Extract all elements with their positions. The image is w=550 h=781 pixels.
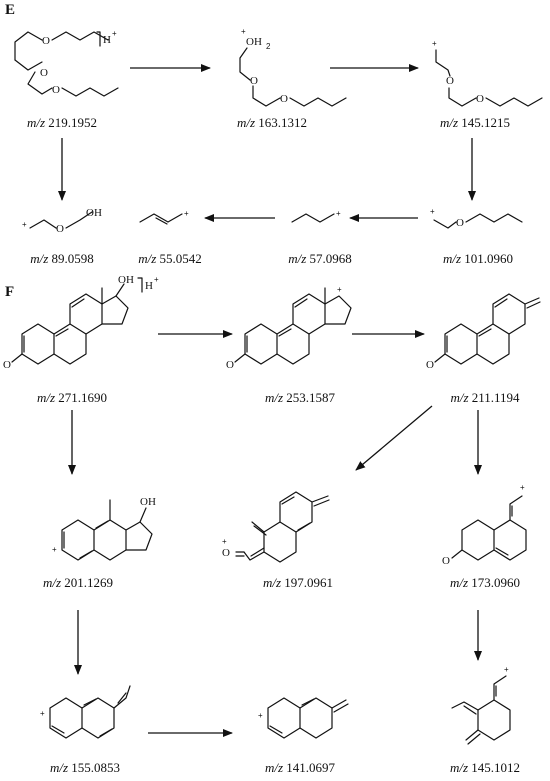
atom-o: O bbox=[476, 93, 484, 105]
panel-label-f: F bbox=[5, 284, 15, 300]
atom-o: O bbox=[280, 93, 288, 105]
atom-o: O bbox=[442, 555, 450, 567]
molecule-f1: OH O H + bbox=[3, 274, 159, 371]
molecule-f9: + bbox=[451, 665, 511, 745]
charge-plus: + bbox=[258, 711, 263, 720]
mz-label-e6: m/z 57.0968 bbox=[288, 251, 352, 266]
charge-plus: + bbox=[40, 709, 45, 718]
arrow-f3-f5 bbox=[355, 405, 433, 471]
charge-plus: + bbox=[222, 537, 227, 546]
mz-label-f3: m/z 211.1194 bbox=[450, 390, 520, 405]
adduct-h: H bbox=[145, 280, 153, 292]
molecule-e3: + O O bbox=[432, 39, 543, 107]
mz-label-f9: m/z 145.1012 bbox=[449, 760, 521, 775]
atom-oh: OH bbox=[86, 207, 102, 219]
atom-oh2: OH bbox=[246, 36, 262, 48]
atom-o: O bbox=[42, 35, 50, 47]
atom-o: O bbox=[456, 217, 464, 229]
molecule-e2: + OH 2 O O bbox=[239, 27, 347, 107]
molecule-f8: + bbox=[258, 697, 349, 739]
adduct-h: H bbox=[103, 34, 111, 46]
molecule-e6: + bbox=[291, 209, 341, 223]
atom-o: O bbox=[250, 75, 258, 87]
charge-plus: + bbox=[336, 209, 341, 218]
mz-label-f6: m/z 173.0960 bbox=[449, 575, 521, 590]
molecule-f6: + O bbox=[442, 483, 527, 567]
atom-o: O bbox=[222, 547, 230, 559]
molecule-f7: + bbox=[40, 685, 131, 739]
mz-label-e5: m/z 55.0542 bbox=[138, 251, 202, 266]
molecule-f2: + O bbox=[226, 285, 352, 371]
molecule-e1: O O O H + bbox=[14, 29, 119, 97]
molecule-e4: + O OH bbox=[22, 207, 102, 235]
charge-plus: + bbox=[337, 285, 342, 294]
charge-plus: + bbox=[22, 220, 27, 229]
charge-plus: + bbox=[520, 483, 525, 492]
atom-o: O bbox=[3, 359, 11, 371]
mz-label-e7: m/z 101.0960 bbox=[442, 251, 514, 266]
mz-label-f1: m/z 271.1690 bbox=[36, 390, 108, 405]
atom-o: O bbox=[40, 67, 48, 79]
mz-label-e1: m/z 219.1952 bbox=[26, 115, 98, 130]
panel-label-e: E bbox=[5, 2, 16, 18]
mz-label-f5: m/z 197.0961 bbox=[262, 575, 334, 590]
mz-label-e4: m/z 89.0598 bbox=[30, 251, 94, 266]
atom-o: O bbox=[446, 75, 454, 87]
mz-label-e2: m/z 163.1312 bbox=[236, 115, 308, 130]
molecule-e7: + O bbox=[430, 207, 523, 229]
molecule-f4: OH + bbox=[52, 496, 156, 561]
charge-plus: + bbox=[154, 275, 159, 284]
charge-plus: + bbox=[504, 665, 509, 674]
charge-plus: + bbox=[184, 209, 189, 218]
atom-o: O bbox=[226, 359, 234, 371]
molecule-e5: + bbox=[139, 209, 189, 225]
atom-o: O bbox=[426, 359, 434, 371]
charge-plus: + bbox=[241, 27, 246, 36]
atom-oh: OH bbox=[140, 496, 156, 508]
molecule-f3: O bbox=[426, 293, 541, 371]
mz-label-f2: m/z 253.1587 bbox=[264, 390, 336, 405]
atom-o: O bbox=[56, 223, 64, 235]
atom-oh: OH bbox=[118, 274, 134, 286]
charge-plus: + bbox=[112, 29, 117, 38]
charge-plus: + bbox=[430, 207, 435, 216]
subscript-2: 2 bbox=[266, 42, 271, 51]
mz-label-f7: m/z 155.0853 bbox=[49, 760, 121, 775]
mz-label-f4: m/z 201.1269 bbox=[42, 575, 114, 590]
charge-plus: + bbox=[52, 545, 57, 554]
atom-o: O bbox=[52, 84, 60, 96]
mz-label-f8: m/z 141.0697 bbox=[264, 760, 336, 775]
molecule-f5: O + bbox=[222, 491, 330, 563]
mz-label-e3: m/z 145.1215 bbox=[439, 115, 511, 130]
charge-plus: + bbox=[432, 39, 437, 48]
